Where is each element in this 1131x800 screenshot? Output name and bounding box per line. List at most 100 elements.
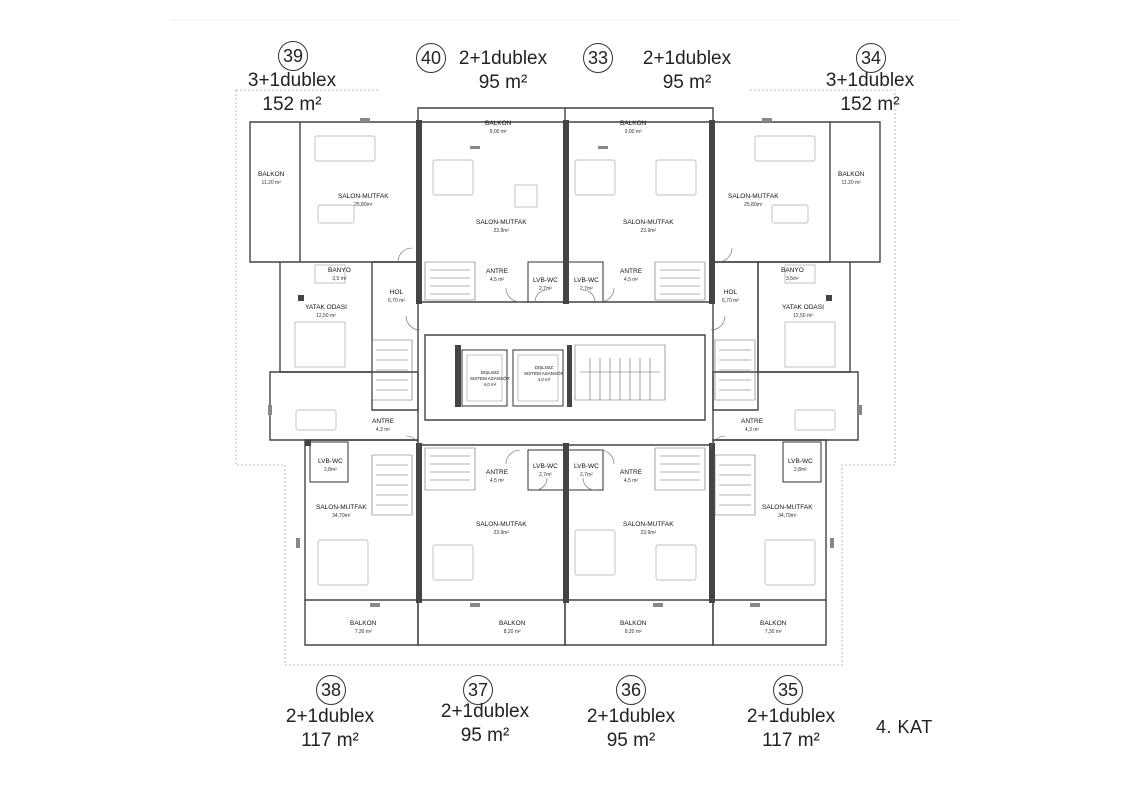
room-area: 6,70 m² [722, 298, 739, 304]
room-area: 11.20 m² [261, 180, 281, 186]
room-name: LVB-WC [788, 458, 813, 465]
room-area: 9,00 m² [624, 129, 642, 135]
room-name: ANTRE [486, 469, 509, 476]
room-area: 4,5 m² [489, 277, 505, 283]
room-area: 4,5 m² [489, 478, 505, 484]
room-name: LVB-WC [533, 277, 558, 284]
unit-number-circle: 35 [773, 675, 803, 705]
room-name: BALKON [499, 620, 526, 627]
unit-area-label: 152 m² [840, 94, 900, 115]
room-label: LVB-WC 2,7m² [574, 463, 599, 479]
room-area: 25,80m² [354, 202, 373, 208]
room-name: BALKON [258, 171, 285, 178]
room-name: LVB-WC [318, 458, 343, 465]
room-name: BALKON [620, 620, 647, 627]
unit-type-label: 2+1dublex [586, 706, 676, 727]
room-name: SALON-MUTFAK [762, 504, 813, 511]
room-name: YATAK ODASI [305, 304, 347, 311]
room-area: 3,5m² [785, 276, 799, 282]
room-name: YATAK ODASI [782, 304, 824, 311]
room-label: BALKON 11.20 m² [258, 171, 284, 187]
room-name: BALKON [350, 620, 377, 627]
unit-number-circle: 37 [463, 675, 493, 705]
unit-type-label: 3+1dublex [825, 70, 915, 91]
room-area: 2,7m² [580, 286, 593, 292]
unit-number-circle: 40 [416, 43, 446, 73]
room-label: SALON-MUTFAK 23.9m² [623, 219, 674, 235]
room-area: 8,20 m² [624, 629, 642, 635]
elevator-line: SISTEM ASANSÖR [470, 376, 510, 381]
room-name: SALON-MUTFAK [623, 219, 674, 226]
room-label: BANYO 3,5m² [781, 267, 804, 283]
room-label: LVB-WC 2,7m² [574, 277, 599, 293]
unit-area-label: 95 m² [478, 72, 528, 93]
room-label: BALKON 8,20 m² [499, 620, 525, 636]
room-area: 3,5 m² [332, 276, 347, 282]
unit-number-circle: 33 [583, 43, 613, 73]
room-name: BALKON [620, 120, 647, 127]
unit-type-label: 2+1dublex [642, 48, 732, 69]
room-name: BANYO [781, 267, 804, 274]
room-name: BANYO [328, 267, 351, 274]
room-area: 11.20 m² [841, 180, 861, 186]
unit-area-label: 152 m² [262, 94, 322, 115]
room-area: 23.9m² [640, 530, 657, 536]
room-area: 4,5 m² [623, 478, 639, 484]
unit-area-label: 95 m² [662, 72, 712, 93]
room-area: 23.9m² [493, 228, 510, 234]
room-label: ANTRE 4,5 m² [620, 268, 642, 284]
unit-number-circle: 39 [278, 41, 308, 71]
unit-area-label: 95 m² [606, 730, 656, 751]
room-area: 25,80m² [744, 202, 763, 208]
room-area: 7,30 m² [354, 629, 372, 635]
room-name: HOL [389, 289, 404, 296]
room-area: 4,5 m² [623, 277, 639, 283]
room-label: BALKON 8,20 m² [620, 620, 646, 636]
room-name: SALON-MUTFAK [338, 193, 389, 200]
floor-label: 4. KAT [876, 717, 933, 737]
room-name: LVB-WC [574, 463, 599, 470]
elevator-line: 4,0 m² [483, 382, 497, 387]
unit-area-label: 117 m² [301, 730, 359, 751]
unit-area-label: 95 m² [460, 725, 510, 746]
room-area: 2,7m² [580, 472, 593, 478]
room-name: LVB-WC [533, 463, 558, 470]
room-name: ANTRE [620, 268, 643, 275]
unit-number-circle: 34 [856, 43, 886, 73]
room-area: 34,70m² [778, 513, 797, 519]
room-label: ANTRE 4,5 m² [486, 268, 508, 284]
unit-area-label: 117 m² [762, 730, 820, 751]
room-area: 4,3 m² [375, 427, 391, 433]
elevator-line: DIŞLISIZ [480, 370, 500, 375]
room-name: ANTRE [486, 268, 509, 275]
room-area: 12,50 m² [793, 313, 813, 319]
room-name: LVB-WC [574, 277, 599, 284]
room-area: 2,7m² [539, 286, 552, 292]
room-label: BALKON 9,00 m² [620, 120, 646, 136]
room-area: 8,20 m² [503, 629, 521, 635]
elevator-label: DIŞLISIZ SISTEM ASANSÖR 4,0 m² [524, 365, 564, 383]
unit-type-label: 2+1dublex [285, 706, 375, 727]
room-label: SALON-MUTFAK 34,70m² [762, 504, 813, 520]
room-area: 23.9m² [640, 228, 657, 234]
room-area: 7,30 m² [764, 629, 782, 635]
unit-type-label: 2+1dublex [458, 48, 548, 69]
elevator-line: 4,0 m² [537, 377, 551, 382]
room-area: 34,70m² [332, 513, 351, 519]
room-label: SALON-MUTFAK 23.9m² [623, 521, 674, 537]
elevator-label: DIŞLISIZ SISTEM ASANSÖR 4,0 m² [470, 370, 510, 388]
room-name: BALKON [838, 171, 865, 178]
unit-number-circle: 38 [316, 675, 346, 705]
unit-type-label: 2+1dublex [746, 706, 836, 727]
room-name: SALON-MUTFAK [623, 521, 674, 528]
